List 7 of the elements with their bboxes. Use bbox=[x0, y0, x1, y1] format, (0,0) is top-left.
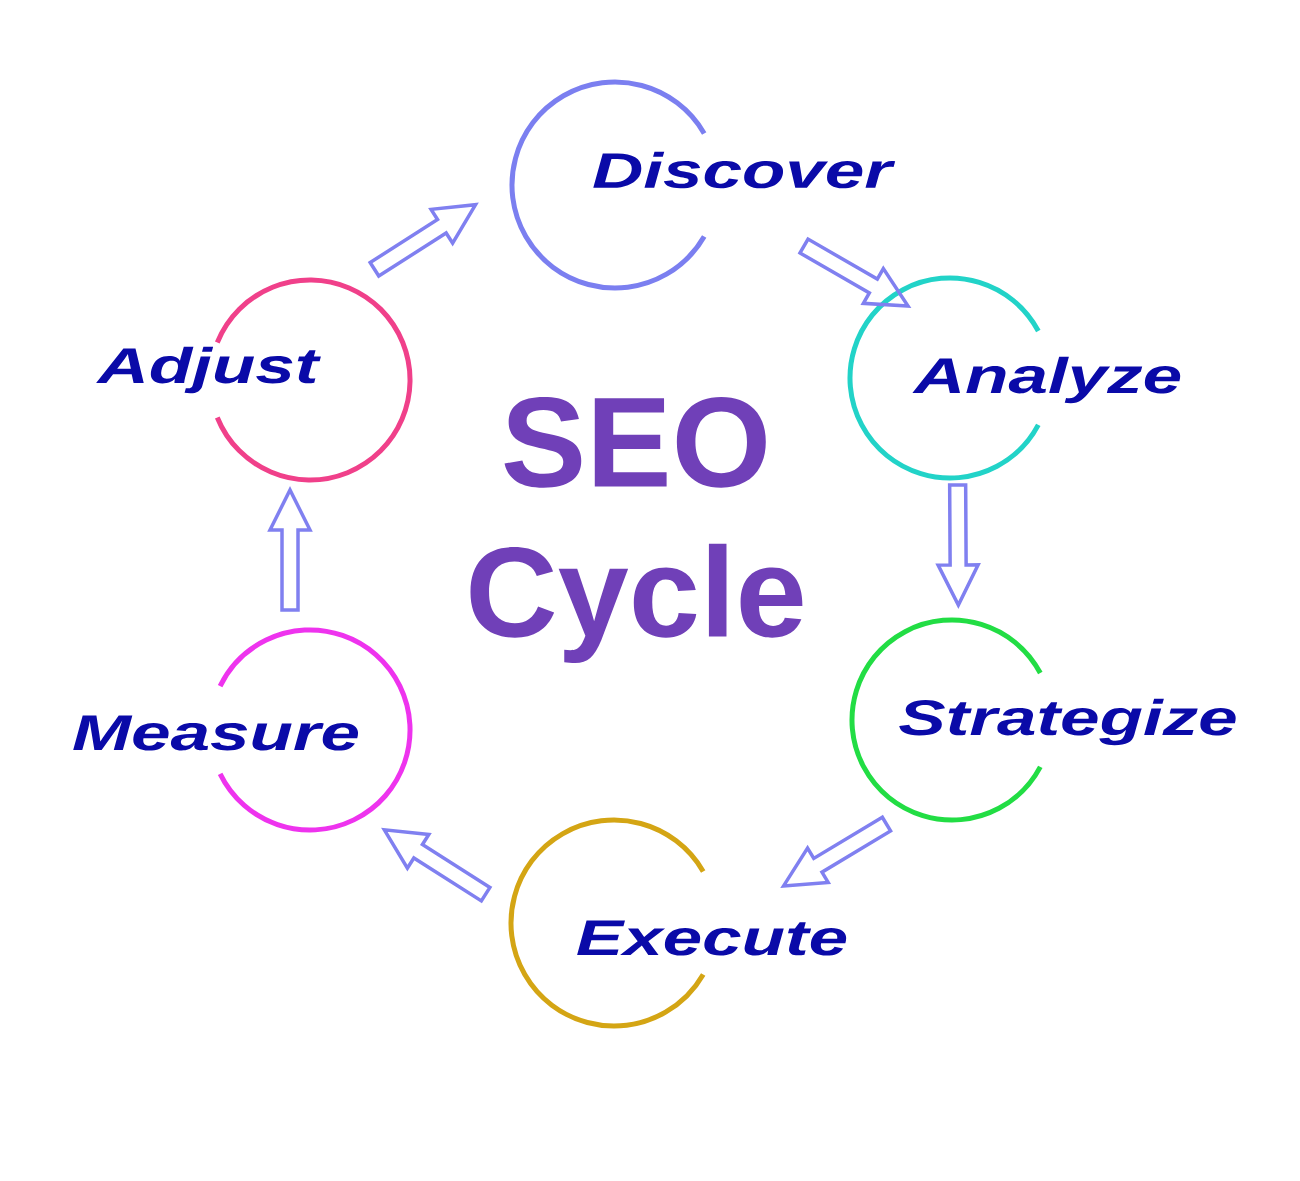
arrow bbox=[267, 486, 313, 612]
circle-node: Measure bbox=[73, 627, 413, 833]
circle-node: Adjust bbox=[96, 277, 413, 483]
circle-node: Execute bbox=[508, 817, 847, 1029]
circle-node: Strategize bbox=[849, 617, 1236, 823]
arrow bbox=[935, 483, 981, 609]
title: SEO Cycle bbox=[470, 397, 803, 663]
